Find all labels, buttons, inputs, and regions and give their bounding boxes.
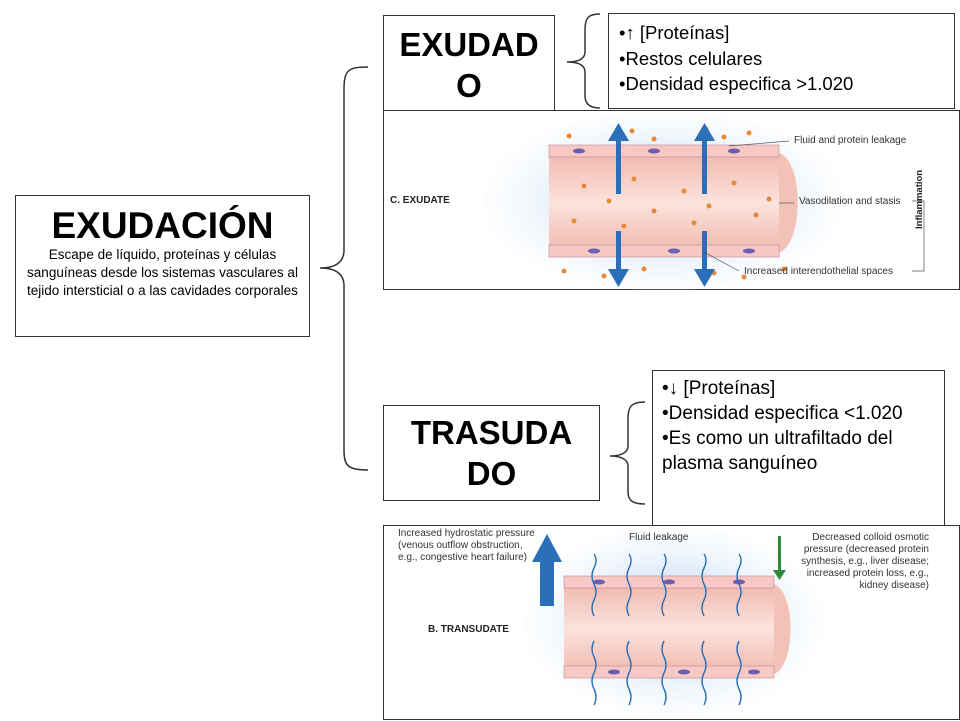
exudado-label: EXUDAD O [399,26,539,104]
list-item: •Restos celulares [619,47,763,69]
exudate-caption: C. EXUDATE [390,195,450,206]
exudacion-box: EXUDACIÓN Escape de líquido, proteínas y… [15,195,310,337]
main-title: EXUDACIÓN [51,205,274,246]
interendothelial-label: Increased interendothelial spaces [744,266,893,277]
exudado-box: EXUDAD O [383,15,555,115]
trasudado-characteristics: •↓ [Proteínas] •Densidad especifica <1.0… [652,370,945,530]
fluid-protein-label: Fluid and protein leakage [794,135,907,146]
fluid-leakage-label: Fluid leakage [629,532,689,543]
exudado-characteristics: •↑ [Proteínas] •Restos celulares •Densid… [608,13,955,109]
transudate-illustration: Fluid leakage Increased hydrostatic pres… [383,525,960,720]
list-item: •↓ [Proteínas] [662,378,776,399]
inflammation-label: Inflammation [914,169,925,229]
list-item: •↑ [Proteínas] [619,22,730,43]
vasodilation-label: Vasodilation and stasis [799,196,901,207]
main-description: Escape de líquido, proteínas y células s… [27,247,298,298]
trasudado-box: TRASUDA DO [383,405,600,501]
list-item: •Densidad especifica <1.020 [662,403,903,424]
transudate-caption: B. TRANSUDATE [428,624,509,635]
trasudado-label: TRASUDA DO [410,414,573,492]
list-item: •Es como un ultrafiltado del plasma sang… [662,428,893,474]
exudate-illustration: C. EXUDATE Fluid and protein leakage Vas… [383,110,960,291]
hydrostatic-pressure-text: Increased hydrostatic pressure (venous o… [398,528,535,563]
colloid-osmotic-text: Decreased colloid osmotic pressure (decr… [801,532,929,591]
list-item: •Densidad especifica >1.020 [619,73,854,94]
